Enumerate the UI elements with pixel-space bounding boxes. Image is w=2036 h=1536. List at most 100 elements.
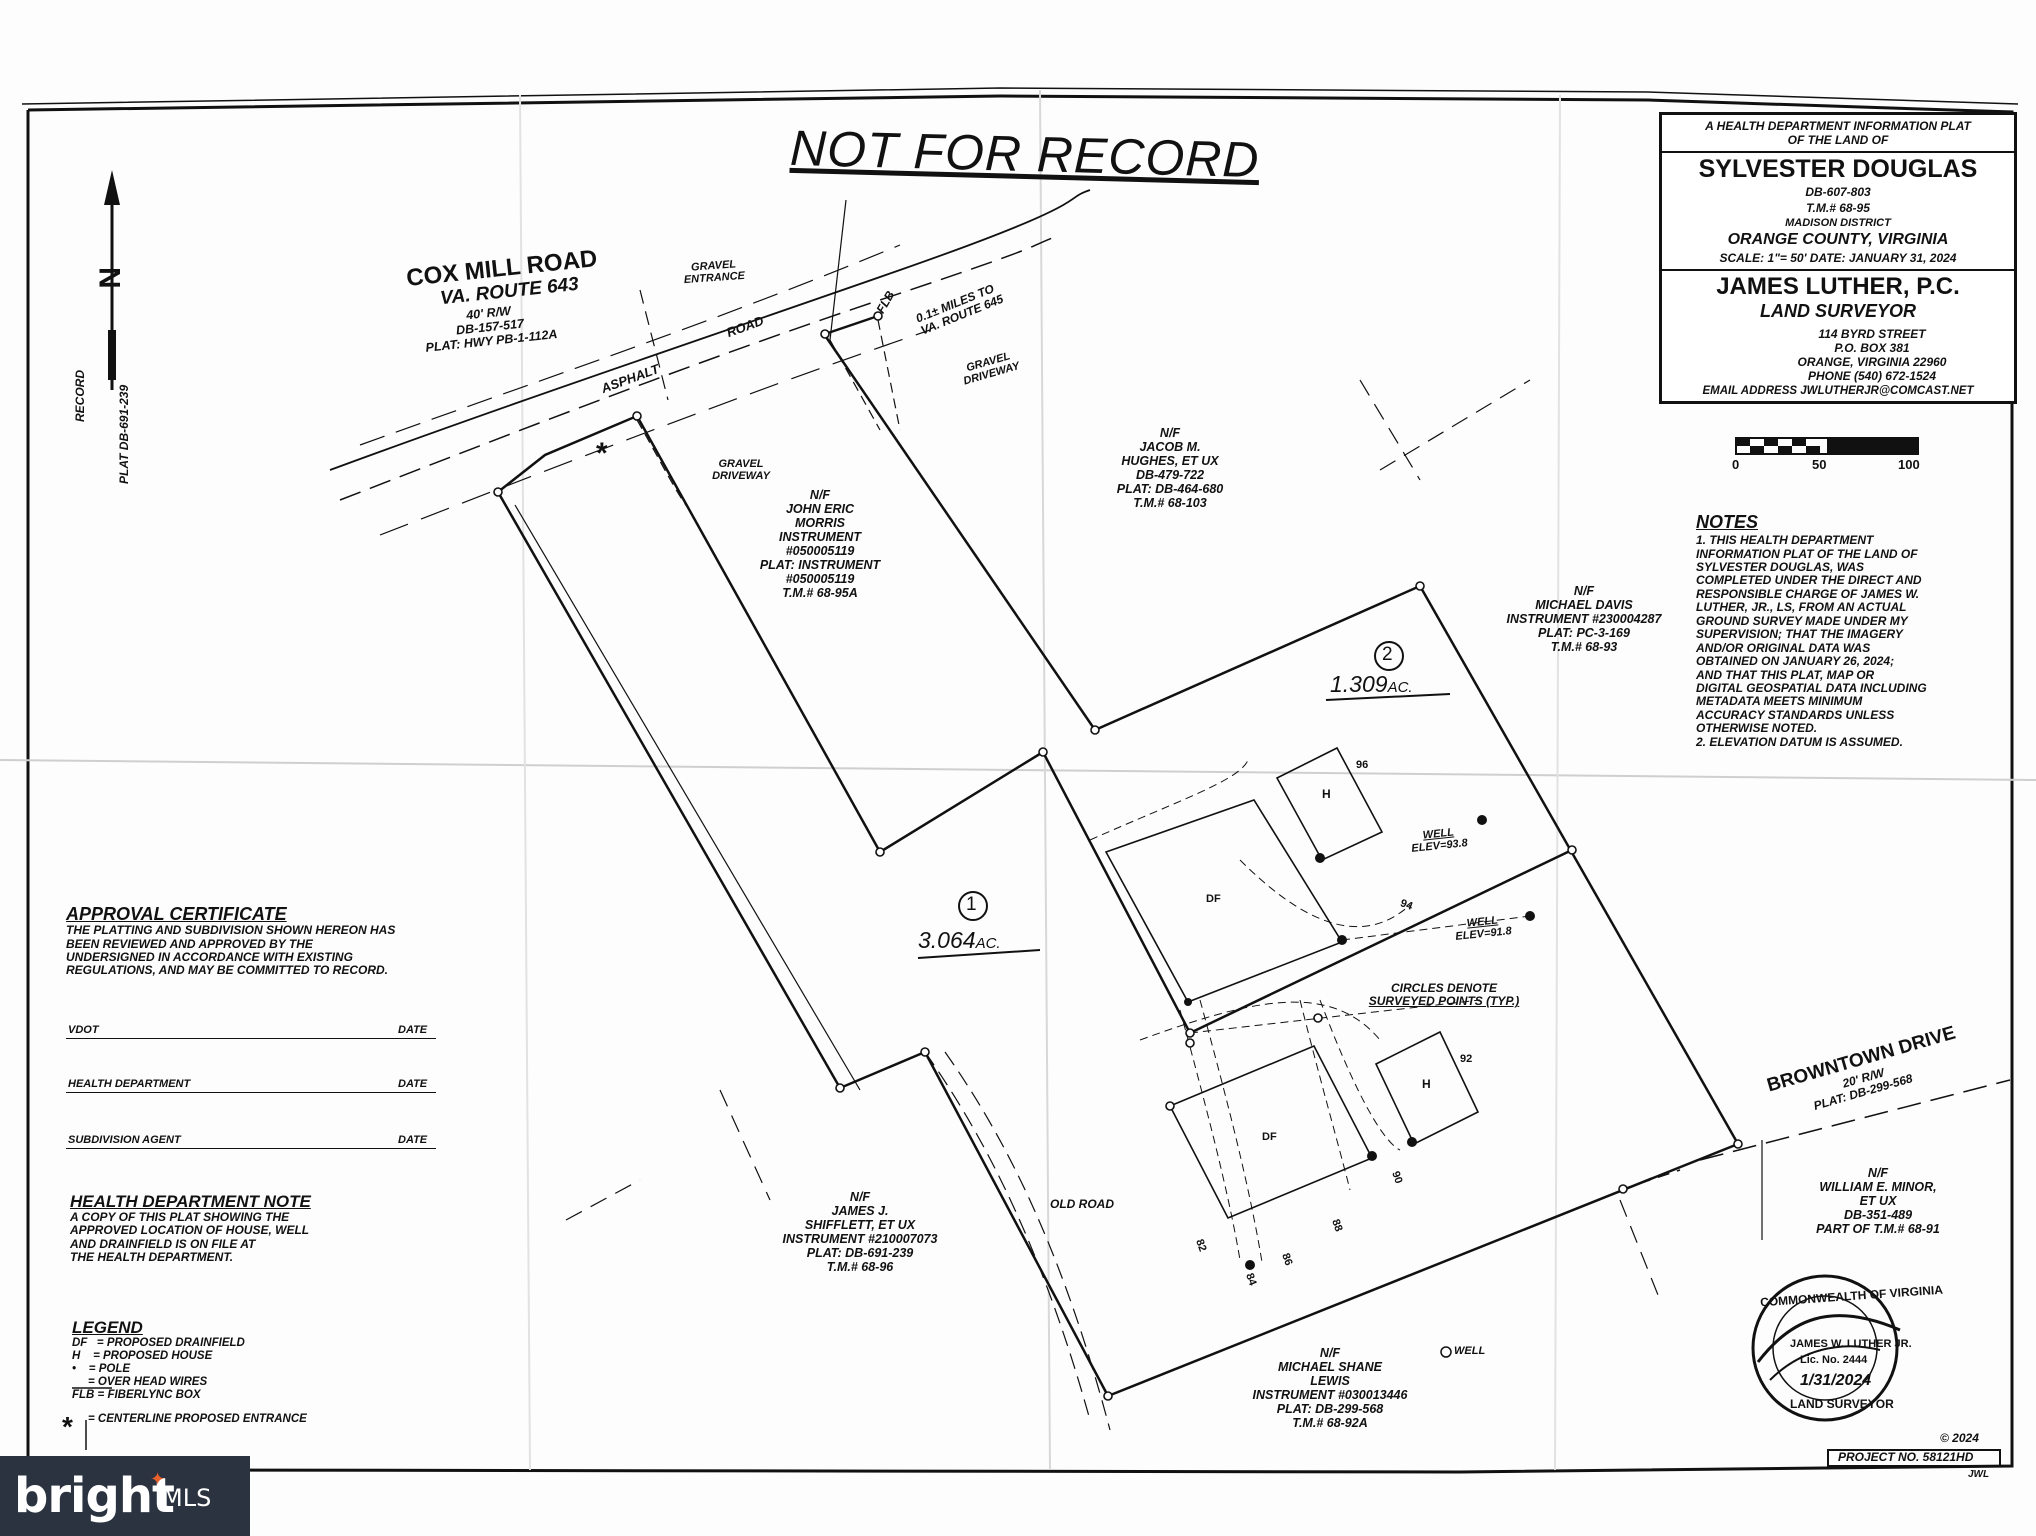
morris-1: JOHN ERIC (785, 502, 855, 516)
health-dept-label: HEALTH DEPARTMENT (68, 1078, 191, 1090)
notes-title: NOTES (1696, 512, 1759, 532)
tb-owner: SYLVESTER DOUGLAS (1698, 155, 1978, 183)
neighbor-lewis: N/F MICHAEL SHANE LEWIS INSTRUMENT #0300… (1230, 1346, 1430, 1430)
davis-4: T.M.# 68-93 (1550, 640, 1618, 654)
tb-addr3: ORANGE, VIRGINIA 22960 (1797, 355, 1947, 369)
note-line-1: INFORMATION PLAT OF THE LAND OF (1696, 546, 1918, 561)
tb-firm: JAMES LUTHER, P.C. (1716, 273, 1960, 300)
approval-body-1: BEEN REVIEWED AND APPROVED BY THE (66, 936, 313, 951)
lot-2-area-value: 1.309 (1330, 671, 1388, 697)
legend-item-4: FLB = FIBERLYNC BOX (72, 1388, 201, 1401)
approval-line-vdot: VDOT DATE (66, 1024, 436, 1039)
circles-line1: CIRCLES DENOTE (1390, 981, 1497, 995)
hughes-0: N/F (1159, 426, 1181, 440)
note-line-2: SYLVESTER DOUGLAS, WAS (1696, 560, 1865, 575)
not-for-record-title: NOT FOR RECORD (789, 119, 1261, 189)
note-line-15: 2. ELEVATION DATUM IS ASSUMED. (1696, 734, 1903, 749)
davis-0: N/F (1573, 584, 1595, 598)
health-note-3: THE HEALTH DEPARTMENT. (70, 1250, 234, 1265)
approval-title: APPROVAL CERTIFICATE (66, 904, 287, 924)
note-line-13: ACCURACY STANDARDS UNLESS (1696, 707, 1895, 722)
note-line-3: COMPLETED UNDER THE DIRECT AND (1696, 573, 1922, 588)
shifflett-0: N/F (849, 1190, 871, 1204)
tb-line1: A HEALTH DEPARTMENT INFORMATION PLAT (1705, 119, 1971, 133)
note-line-7: SUPERVISION; THAT THE IMAGERY (1696, 627, 1903, 642)
note-line-11: DIGITAL GEOSPATIAL DATA INCLUDING (1696, 680, 1927, 695)
drainfield-label-1: DF (1206, 893, 1221, 905)
tb-email: EMAIL ADDRESS JWLUTHERJR@COMCAST.NET (1702, 385, 1974, 397)
note-line-12: METADATA MEETS MINIMUM (1696, 694, 1863, 709)
notes-block: NOTES 1. THIS HEALTH DEPARTMENT INFORMAT… (1696, 512, 1996, 749)
morris-2: MORRIS (795, 516, 845, 530)
legend-item-0: DF = PROPOSED DRAINFIELD (72, 1337, 245, 1350)
bright-mls-watermark: bright ✦ MLS (0, 1456, 250, 1536)
davis-2: INSTRUMENT #230004287 (1506, 612, 1662, 626)
morris-0: N/F (809, 488, 831, 502)
morris-7: T.M.# 68-95A (782, 586, 858, 600)
health-department-note: HEALTH DEPARTMENT NOTE A COPY OF THIS PL… (70, 1192, 390, 1265)
health-note-2: AND DRAINFIELD IS ON FILE AT (70, 1236, 256, 1251)
approval-certificate: APPROVAL CERTIFICATE THE PLATTING AND SU… (66, 904, 466, 978)
legend: LEGEND DF = PROPOSED DRAINFIELD H = PROP… (72, 1318, 392, 1426)
well-legend-label: WELL (1454, 1345, 1486, 1357)
lewis-4: PLAT: DB-299-568 (1276, 1402, 1384, 1416)
health-note-0: A COPY OF THIS PLAT SHOWING THE (70, 1210, 290, 1225)
bright-mls-text: MLS (162, 1484, 212, 1512)
subdivision-agent-label: SUBDIVISION AGENT (68, 1134, 181, 1146)
lewis-5: T.M.# 68-92A (1292, 1416, 1368, 1430)
pole-dots (1184, 815, 1535, 1270)
legend-item-3: = OVER HEAD WIRES (72, 1375, 208, 1388)
title-block: A HEALTH DEPARTMENT INFORMATION PLAT OF … (1659, 112, 2017, 404)
scale-label-100: 100 (1898, 457, 1920, 472)
approval-line-subdivision: SUBDIVISION AGENT DATE (66, 1134, 436, 1149)
lot-2-area: 1.309AC. (1330, 672, 1413, 696)
lot-1-circle (958, 891, 988, 921)
minor-1: WILLIAM E. MINOR, (1819, 1180, 1937, 1194)
hughes-2: HUGHES, ET UX (1121, 454, 1219, 468)
tb-profession: LAND SURVEYOR (1759, 301, 1916, 321)
approval-body-0: THE PLATTING AND SUBDIVISION SHOWN HEREO… (66, 923, 396, 938)
scale-bar (1735, 437, 1919, 455)
drafter-initials: JWL (1968, 1469, 1990, 1480)
shifflett-5: T.M.# 68-96 (826, 1260, 894, 1274)
shifflett-1: JAMES J. (831, 1204, 889, 1218)
house-label-1: H (1322, 787, 1331, 801)
legend-item-1: H = PROPOSED HOUSE (72, 1349, 213, 1362)
drainfield-label-2: DF (1262, 1131, 1277, 1143)
scale-label-0: 0 (1732, 457, 1740, 472)
minor-2: ET UX (1859, 1194, 1897, 1208)
proposed-house-2 (1374, 1030, 1480, 1146)
north-letter: N (94, 266, 128, 289)
contour-92: 92 (1460, 1053, 1473, 1065)
lot-1-number: 1 (966, 894, 977, 915)
note-line-10: AND THAT THIS PLAT, MAP OR (1696, 667, 1875, 682)
lewis-1: MICHAEL SHANE (1278, 1360, 1382, 1374)
well-symbol (1440, 1346, 1452, 1358)
neighbor-davis: N/F MICHAEL DAVIS INSTRUMENT #230004287 … (1484, 584, 1684, 654)
seal-date: 1/31/2024 (1800, 1372, 1872, 1389)
tb-db: DB-607-803 (1805, 185, 1871, 199)
shifflett-3: INSTRUMENT #210007073 (782, 1232, 938, 1246)
neighbor-morris: N/F JOHN ERIC MORRIS INSTRUMENT #0500051… (740, 488, 900, 600)
lot-1-area-value: 3.064 (918, 927, 976, 953)
circles-line2: SURVEYED POINTS (TYP.) (1368, 994, 1520, 1009)
legend-item-5: = CENTERLINE PROPOSED ENTRANCE (72, 1413, 307, 1426)
lot-2-area-unit: AC. (1387, 679, 1413, 696)
gravel-driveway-west-1: GRAVEL (718, 458, 764, 470)
note-line-5: LUTHER, JR., LS, FROM AN ACTUAL (1696, 600, 1907, 615)
shifflett-4: PLAT: DB-691-239 (806, 1246, 914, 1260)
bright-logo: bright (14, 1468, 175, 1524)
tb-phone: PHONE (540) 672-1524 (1807, 369, 1937, 383)
contour-96: 96 (1356, 759, 1369, 771)
north-arrow (104, 170, 120, 390)
north-plat-label: PLAT DB-691-239 (117, 384, 131, 484)
morris-4: #050005119 (785, 544, 855, 558)
approval-body-2: UNDERSIGNED IN ACCORDANCE WITH EXISTING (66, 950, 353, 965)
tb-addr2: P.O. BOX 381 (1834, 341, 1910, 355)
legend-asterisk-icon: * (62, 1411, 73, 1442)
legend-title: LEGEND (72, 1318, 143, 1337)
scale-label-50: 50 (1812, 457, 1827, 472)
hughes-5: T.M.# 68-103 (1133, 496, 1207, 510)
lewis-3: INSTRUMENT #030013446 (1252, 1388, 1408, 1402)
seal-ring-bottom: LAND SURVEYOR (1790, 1397, 1894, 1411)
